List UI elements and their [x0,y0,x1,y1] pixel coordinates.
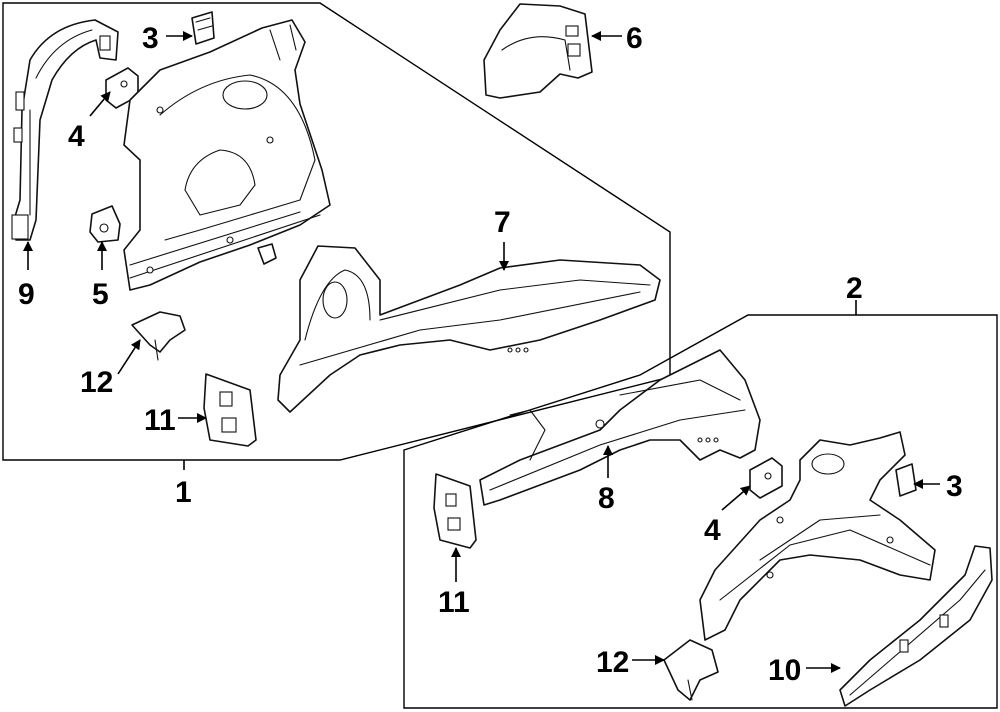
callout-2: 2 [846,272,863,305]
part-2-frame-assembly [699,431,936,641]
part-11-plate-top [203,373,257,447]
callout-12-top: 12 [80,366,113,399]
callout-10: 10 [768,654,801,687]
callout-4-bottom: 4 [704,514,721,547]
callout-7: 7 [494,206,511,239]
callout-1: 1 [175,476,192,509]
callout-11-bottom: 11 [438,586,470,619]
part-10-crossmember [839,545,993,707]
part-6-pillar-bracket [483,3,593,99]
callout-leaders [23,31,940,673]
callout-12-bottom: 12 [596,646,629,679]
callout-9: 9 [18,278,35,311]
part-9-apron-reinforcement [11,19,119,241]
callout-11-top: 11 [144,404,176,437]
callout-8: 8 [598,482,615,515]
part-3-clip-top [191,11,215,45]
part-3-clip-bottom [895,463,917,497]
group-2-frame [403,300,998,709]
part-5-bracket [89,205,121,243]
callout-6: 6 [626,22,643,55]
part-12-mount-top [131,311,186,361]
part-8-side-member-bottom [479,349,761,506]
callout-4-top: 4 [68,120,85,153]
callout-3-top: 3 [142,22,159,55]
callout-5: 5 [92,278,109,311]
clip-fastener [257,243,277,265]
part-12-mount-bottom [663,639,719,701]
part-1-wheelhouse-apron [123,19,331,291]
part-11-plate-bottom [433,473,477,549]
callout-3-bottom: 3 [946,470,963,503]
part-7-side-member-top [277,245,661,413]
part-4-bracket-bottom [749,457,783,499]
